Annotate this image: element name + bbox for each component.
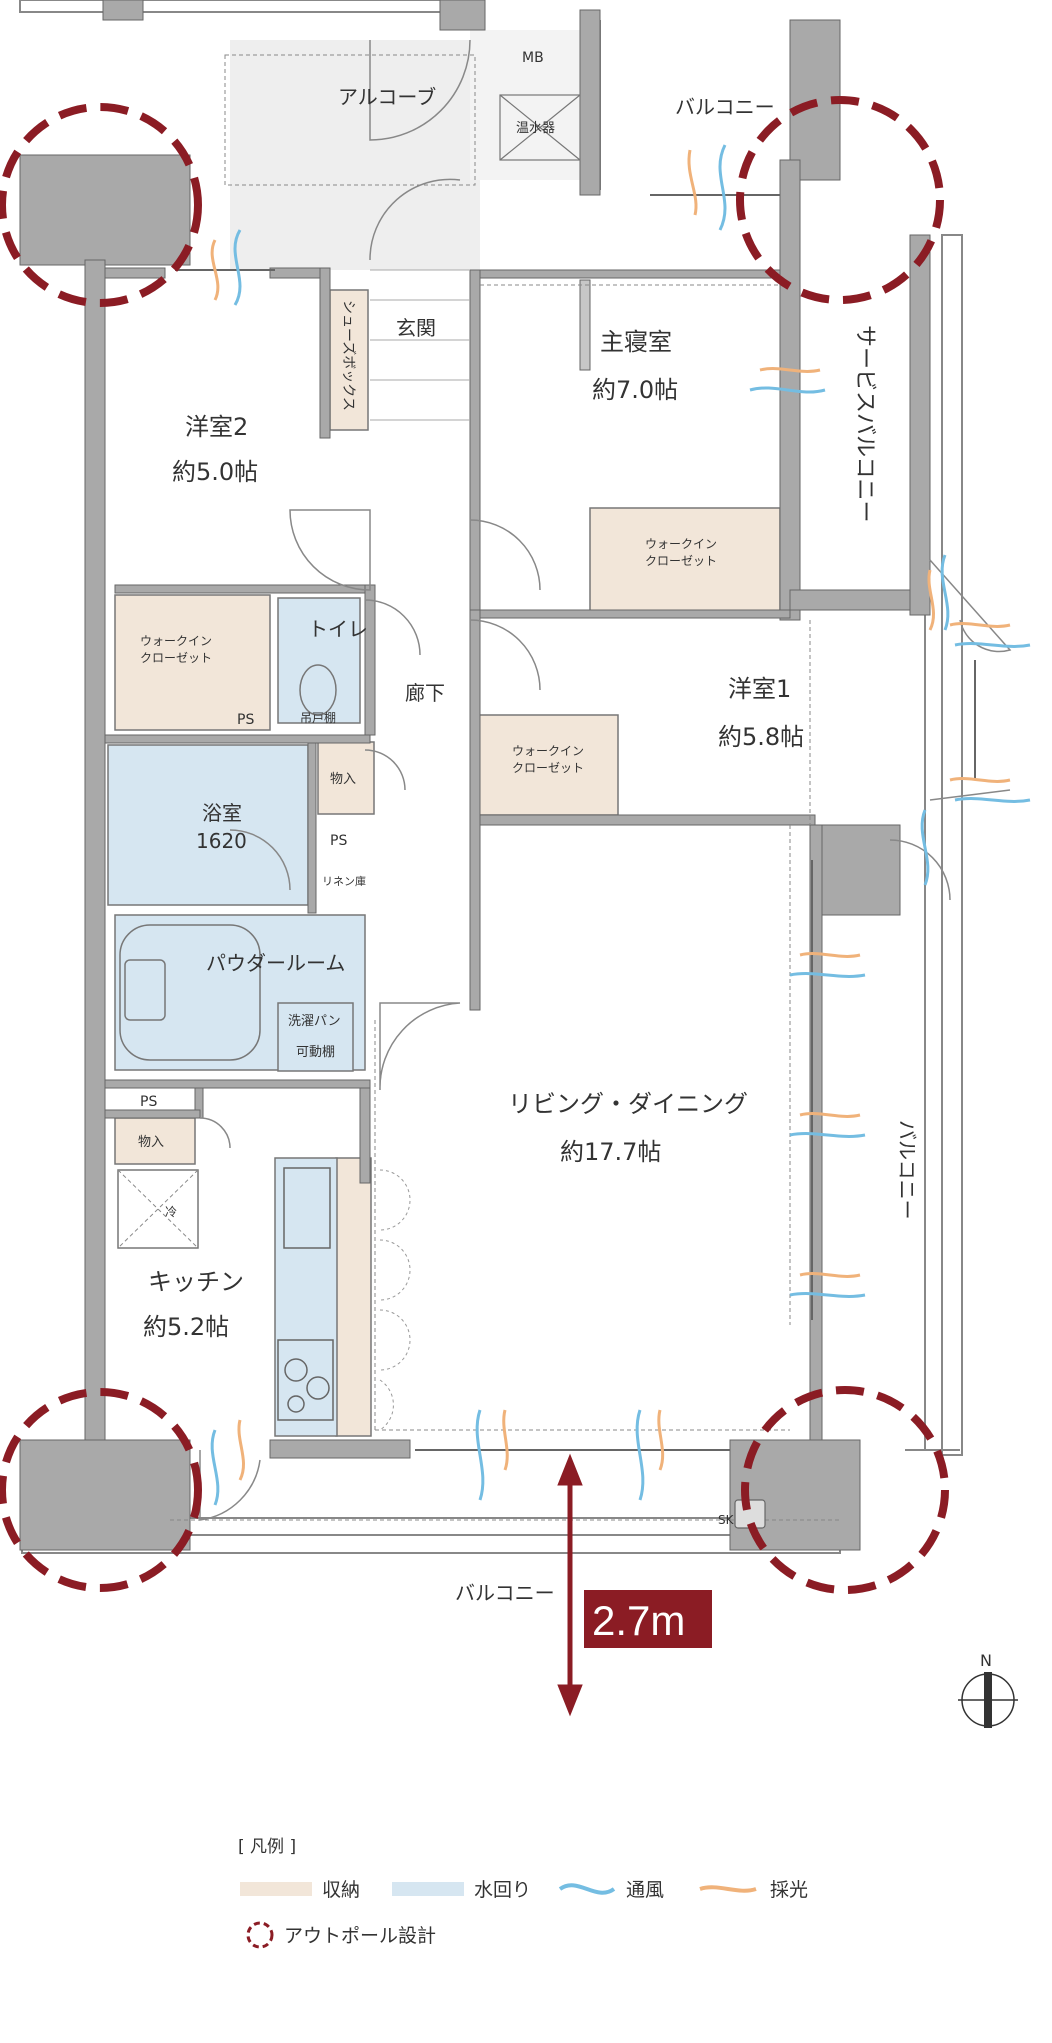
lighting-marks (210, 149, 1011, 1481)
bathtub (119, 924, 261, 1061)
label-wic-master-2: クローゼット (645, 554, 717, 568)
stove (277, 1339, 334, 1421)
legend-title: [ 凡例 ] (238, 1837, 296, 1857)
label-wic-w2-1: ウォークイン (140, 634, 212, 648)
label-mb: MB (522, 50, 544, 66)
toilet-bowl (299, 664, 337, 716)
label-bath-size: 1620 (196, 829, 247, 853)
label-living-size: 約17.7帖 (560, 1138, 661, 1166)
entrance-steps (370, 269, 470, 421)
windows (175, 194, 976, 1451)
legend-graphics (240, 1882, 757, 1949)
door-swings (199, 39, 1012, 1521)
outpole-circles (0, 96, 949, 1594)
label-western2-size: 約5.0帖 (172, 458, 258, 486)
label-western2: 洋室2 (185, 413, 248, 441)
dashed-lines (170, 54, 840, 1521)
label-powder: パウダールーム (206, 951, 345, 975)
label-wic-w1-2: クローゼット (512, 761, 584, 775)
label-western1-size: 約5.8帖 (718, 723, 804, 751)
label-kitchen-size: 約5.2帖 (143, 1313, 229, 1341)
label-master-bedroom: 主寝室 (600, 328, 672, 356)
legend-ventilation: 通風 (626, 1879, 664, 1901)
label-linen: リネン庫 (322, 874, 366, 888)
legend: [ 凡例 ] 収納 水回り 通風 採光 アウトポール設計 (238, 1837, 808, 1947)
label-movable-shelf: 可動棚 (296, 1045, 335, 1060)
label-hallway: 廊下 (405, 681, 445, 705)
label-bath: 浴室 (202, 801, 242, 825)
label-wic-w1-1: ウォークイン (512, 744, 584, 758)
label-wic-w2-2: クローゼット (140, 651, 212, 665)
label-ps3: PS (140, 1094, 157, 1110)
dimension-arrow (557, 1453, 712, 1717)
label-sk: SK (718, 1513, 735, 1527)
vanity-sink (124, 959, 166, 1021)
fridge-box (117, 1169, 199, 1249)
storage-areas (114, 289, 781, 1437)
label-living: リビング・ダイニング (508, 1090, 748, 1118)
label-water-heater: 温水器 (516, 121, 555, 136)
water-heater-box (499, 94, 581, 161)
label-kitchen: キッチン (148, 1268, 244, 1296)
label-service-balcony: サービスバルコニー (852, 325, 877, 523)
label-laundry-pan: 洗濯パン (288, 1014, 341, 1029)
label-wic-master-1: ウォークイン (645, 537, 717, 551)
label-ps2: PS (330, 833, 347, 849)
label-toilet: トイレ (308, 617, 368, 641)
label-balcony-north: バルコニー (675, 95, 775, 119)
cabinet-scallops (379, 1169, 411, 1431)
compass (958, 1672, 1018, 1728)
legend-lighting: 採光 (770, 1879, 808, 1901)
label-shoe-box: シューズボックス (340, 300, 356, 411)
label-storage2: 物入 (138, 1135, 164, 1150)
label-storage1: 物入 (330, 772, 356, 787)
label-tsuruto: 吊戸棚 (300, 710, 336, 725)
label-western1: 洋室1 (728, 675, 791, 703)
room-labels: アルコーブ MB 温水器 バルコニー 主寝室 約7.0帖 玄関 シューズボックス… (138, 50, 919, 1605)
dimension-label: 2.7m (592, 1597, 685, 1644)
legend-storage: 収納 (322, 1879, 360, 1901)
gray-areas (230, 30, 580, 270)
compass-label: N (980, 1651, 992, 1670)
label-balcony-east: バルコニー (895, 1120, 919, 1220)
label-master-bedroom-size: 約7.0帖 (592, 376, 678, 404)
ventilation-marks (210, 144, 1031, 1506)
legend-water: 水回り (474, 1879, 531, 1901)
kitchen-sink (283, 1167, 331, 1249)
legend-outpole: アウトポール設計 (284, 1925, 436, 1947)
label-fridge: 冷 (165, 1205, 177, 1219)
label-entrance: 玄関 (396, 316, 436, 340)
label-balcony-south: バルコニー (455, 1581, 555, 1605)
label-alcove: アルコーブ (338, 85, 436, 109)
water-areas (107, 597, 366, 1437)
label-ps1: PS (237, 712, 254, 728)
